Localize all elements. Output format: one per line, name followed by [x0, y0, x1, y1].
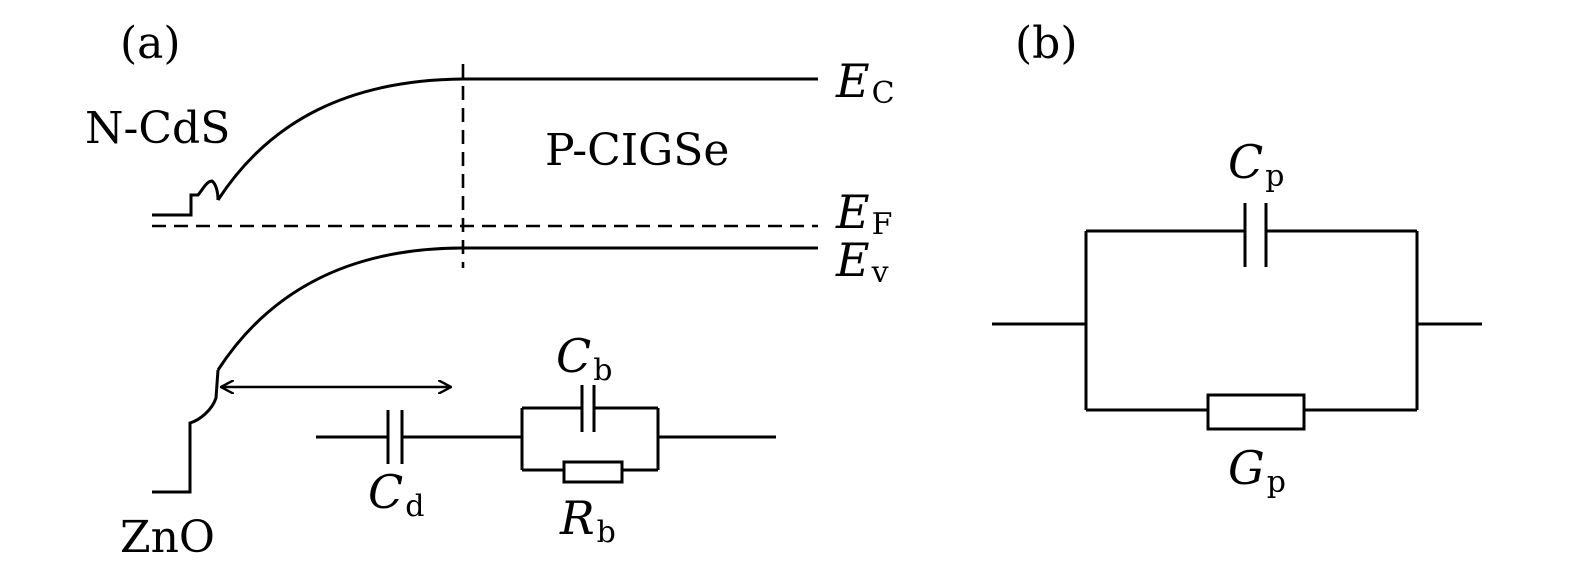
- cd-label: Cd: [368, 465, 424, 524]
- gp-label: Gp: [1228, 441, 1286, 500]
- rb-resistor: [562, 460, 624, 484]
- circuit-a: Cd Cb Rb: [316, 329, 776, 550]
- valence-band-bend: [216, 246, 464, 371]
- cd-capacitor-plates: [386, 410, 404, 464]
- conduction-band-cds-step: [152, 179, 220, 217]
- gp-resistor: [1206, 393, 1306, 431]
- rb-label: Rb: [559, 491, 616, 550]
- conduction-band-bend: [216, 77, 464, 201]
- panel-a-label: (a): [120, 18, 181, 69]
- cb-label: Cb: [556, 329, 612, 388]
- ev-label: Ev: [835, 233, 889, 290]
- zno-label: ZnO: [120, 512, 215, 563]
- panel-a: (a) N-CdS P-CIGSe ZnO EC EF Ev: [85, 18, 895, 563]
- circuit-b: Cp Gp: [992, 135, 1482, 500]
- cb-capacitor-plates: [580, 385, 596, 432]
- cp-label: Cp: [1228, 135, 1284, 194]
- panel-b: (b) Cp Gp: [992, 18, 1482, 500]
- n-cds-label: N-CdS: [85, 103, 230, 154]
- cp-capacitor-plates: [1243, 203, 1268, 267]
- panel-b-label: (b): [1015, 18, 1078, 69]
- ec-label: EC: [835, 54, 895, 111]
- valence-band-cds-step: [152, 369, 220, 494]
- ef-label: EF: [835, 185, 892, 242]
- p-cigse-label: P-CIGSe: [545, 125, 729, 176]
